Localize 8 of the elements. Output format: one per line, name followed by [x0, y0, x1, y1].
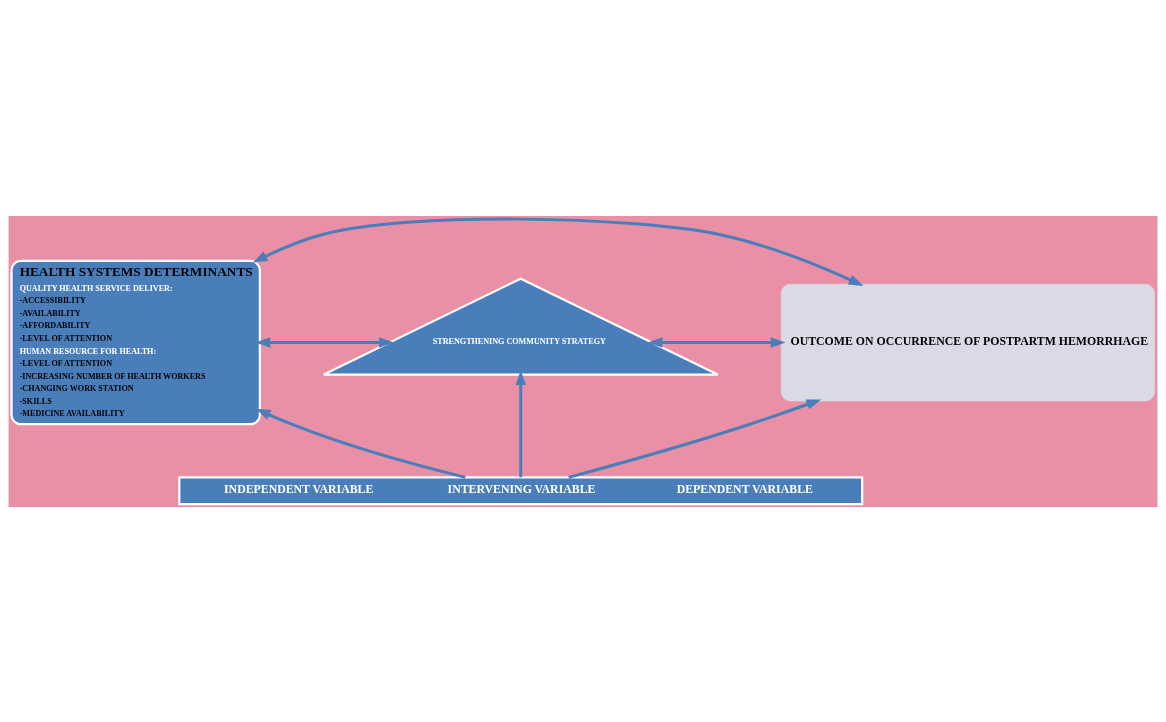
arrow [647, 336, 786, 348]
arrow [255, 408, 466, 479]
arrow [252, 217, 864, 286]
node-box: INDEPENDENT VARIABLE INTERVENING VARIABLE DEPENDENT VARIABLE [178, 475, 864, 505]
arrow [568, 398, 822, 479]
node-box: OUTCOME ON OCCURRENCE OF POSTPARTM HEMORRHAGE [780, 283, 1155, 401]
arrow [255, 336, 394, 348]
node-box: HEALTH SYSTEMS DETERMINANTS QUALITY HEALTH SERVICE DELIVER: -ACCESSIBILITY -AVAILABILITY -AFFORDABILITY -LEVEL OF ATTENTION HUMAN RESOURCE FOR HEALTH: -LEVEL OF ATTENTION -INCREASING NUMBER OF HEALTH WORKERS -CHANGING WORK STATION -SKILLS -MEDICINE AVAILABILITY [10, 259, 261, 425]
